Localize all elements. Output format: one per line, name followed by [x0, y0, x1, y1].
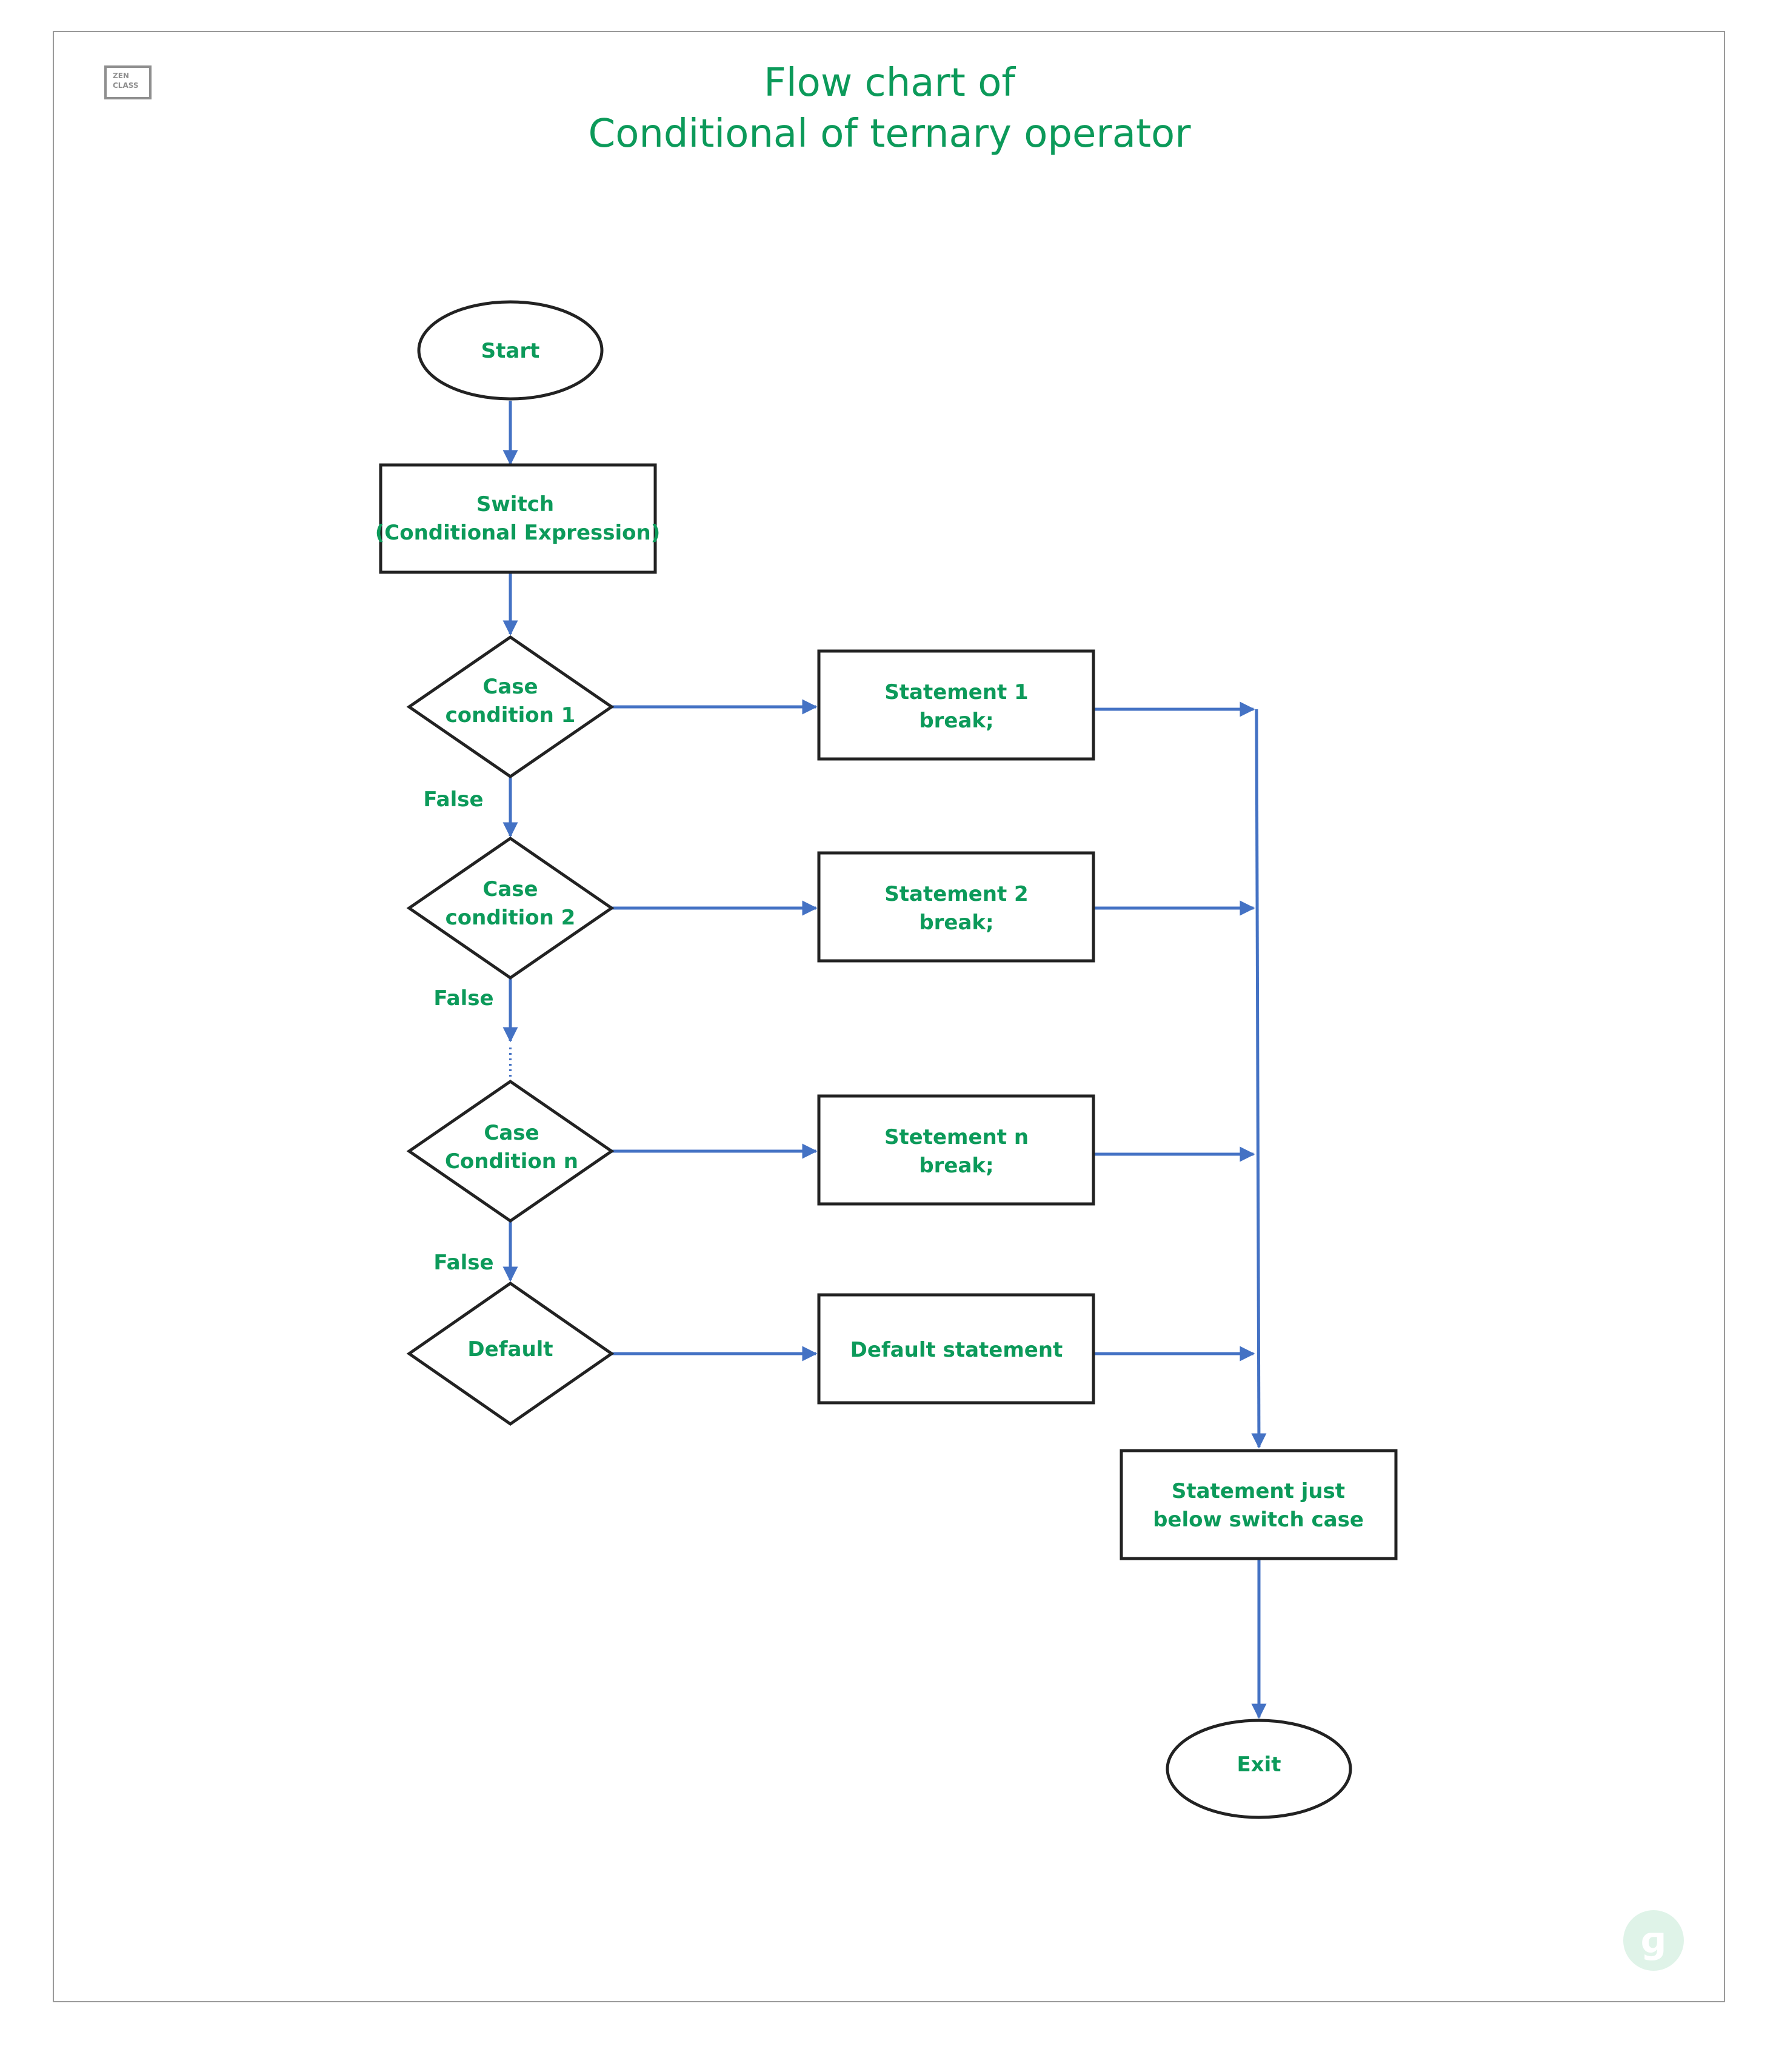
false-label-1: False — [423, 787, 483, 812]
stmt2-node: Statement 2 break; — [817, 851, 1095, 963]
below-switch-label-2: below switch case — [1153, 1508, 1364, 1532]
stmt1-label-2: break; — [919, 709, 993, 733]
title-line-1: Flow chart of — [764, 61, 1015, 105]
stmtn-label-2: break; — [919, 1154, 993, 1178]
start-label: Start — [481, 339, 540, 363]
false-label-3: False — [433, 1251, 493, 1275]
stmt2-label-2: break; — [919, 911, 993, 935]
case2-label-1: Case — [482, 877, 538, 901]
below-switch-label-1: Statement just — [1172, 1479, 1345, 1503]
gfg-logo-icon: ɡ — [1623, 1910, 1684, 1971]
stmt2-label-1: Statement 2 — [884, 882, 1028, 906]
casen-label-2: Condition n — [445, 1149, 578, 1174]
zen-class-logo: ZEN CLASS — [104, 65, 152, 99]
switch-label-1: Switch — [476, 492, 554, 516]
default-label: Default — [467, 1337, 553, 1362]
stmtn-label-1: Stetement n — [884, 1125, 1029, 1149]
casen-node: Case Condition n — [406, 1079, 615, 1223]
stmtn-node: Stetement n break; — [817, 1094, 1095, 1206]
case2-label-2: condition 2 — [446, 906, 576, 930]
case1-label-2: condition 1 — [446, 703, 576, 727]
default-statement-node: Default statement — [817, 1293, 1095, 1405]
switch-node: Switch (Conditional Expression) — [375, 463, 661, 574]
default-statement-label: Default statement — [850, 1338, 1063, 1362]
edges — [502, 401, 1267, 1719]
start-node: Start — [417, 300, 604, 401]
case1-node: Case condition 1 — [406, 635, 615, 779]
false-label-2: False — [433, 986, 493, 1011]
below-switch-node: Statement just below switch case — [1120, 1449, 1398, 1560]
edge-bus-below — [1251, 709, 1267, 1449]
casen-label-1: Case — [484, 1121, 539, 1145]
diagram-frame — [53, 31, 1725, 2002]
logo-line-1: ZEN — [113, 72, 129, 80]
stmt1-label-1: Statement 1 — [884, 680, 1028, 704]
logo-line-2: CLASS — [113, 81, 139, 90]
exit-node: Exit — [1166, 1719, 1352, 1819]
exit-label: Exit — [1237, 1753, 1281, 1777]
switch-label-2: (Conditional Expression) — [375, 521, 661, 545]
case1-label-1: Case — [482, 675, 538, 699]
default-node: Default — [406, 1281, 615, 1426]
title-line-2: Conditional of ternary operator — [588, 112, 1191, 156]
case2-node: Case condition 2 — [406, 836, 615, 980]
stmt1-node: Statement 1 break; — [817, 649, 1095, 761]
page-title: Flow chart of Conditional of ternary ope… — [0, 58, 1779, 159]
